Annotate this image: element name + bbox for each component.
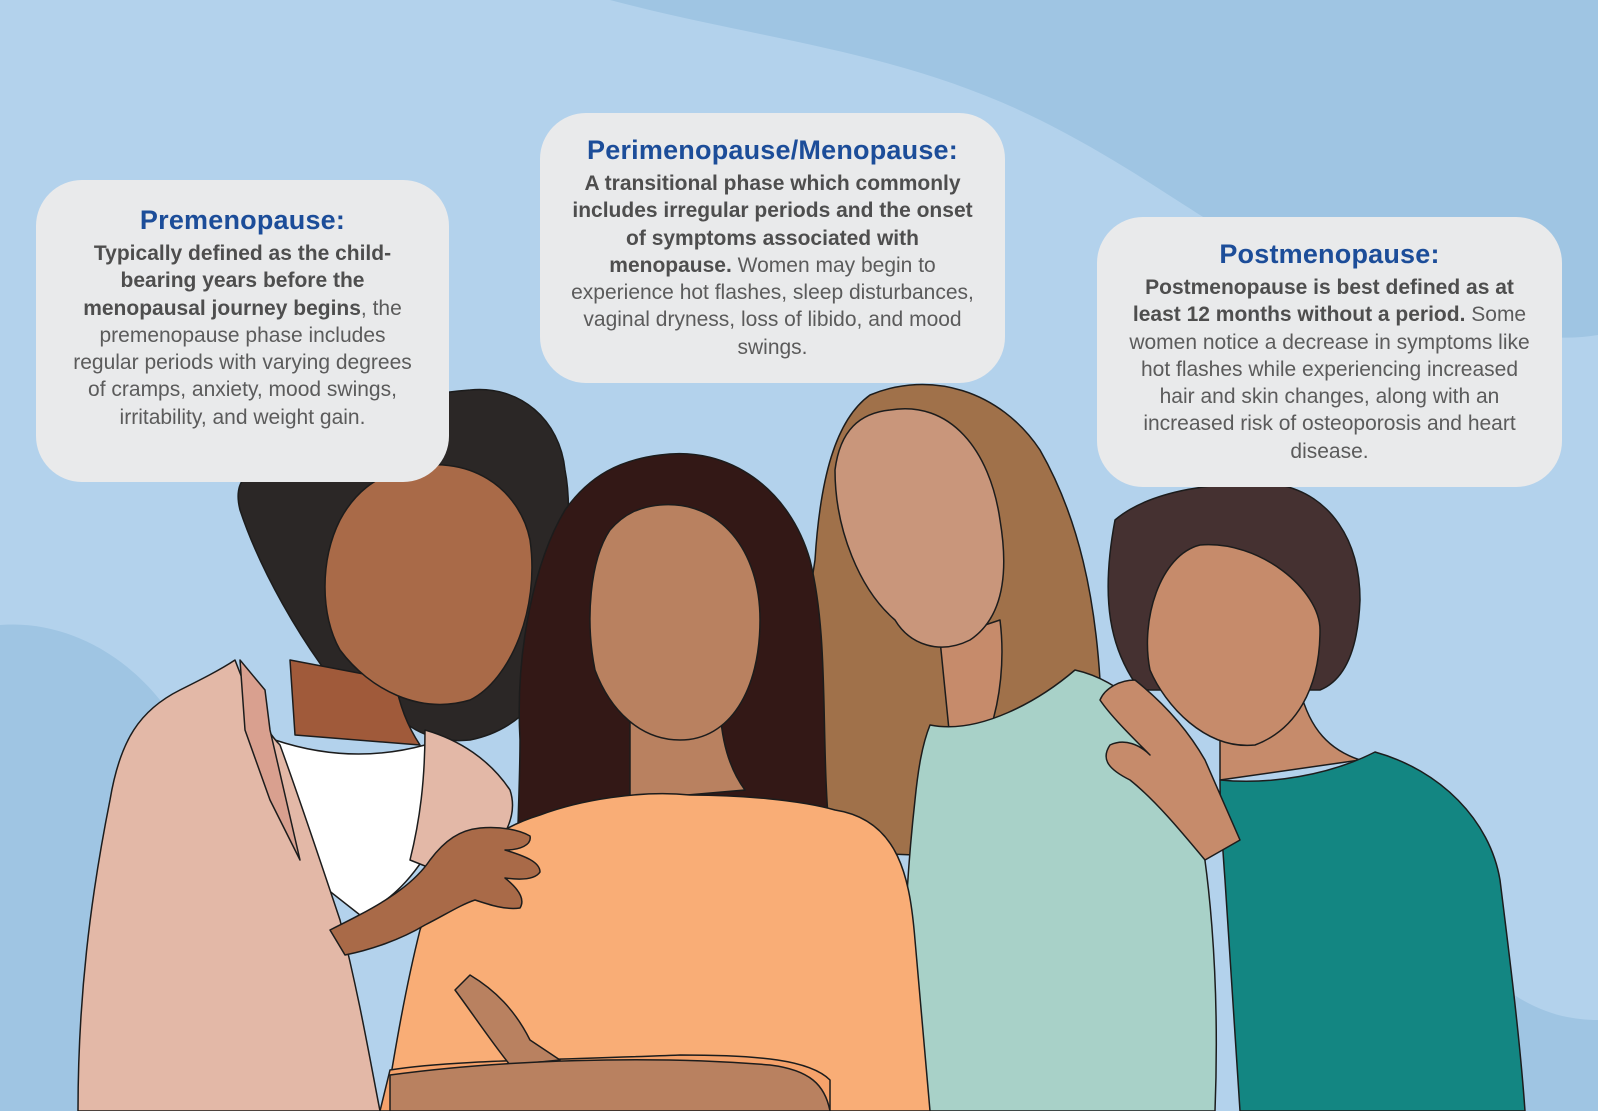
perimenopause-bubble: Perimenopause/Menopause: A transitional … xyxy=(540,113,1005,383)
woman-4-hand-on-shoulder xyxy=(1099,679,1241,861)
woman-1-hand-on-shoulder xyxy=(329,826,541,956)
postmenopause-definition: Postmenopause is best defined as at leas… xyxy=(1132,276,1514,327)
woman-2-face xyxy=(589,504,761,741)
woman-3-face xyxy=(834,408,1005,648)
woman-1-face xyxy=(324,464,533,706)
perimenopause-description: A transitional phase which commonly incl… xyxy=(564,170,981,361)
woman-1-collar xyxy=(239,659,301,861)
premenopause-definition: Typically defined as the child-bearing y… xyxy=(83,242,392,320)
woman-2-forearm xyxy=(389,1059,831,1111)
woman-1-cardigan xyxy=(77,659,381,1111)
woman-4-sweater xyxy=(1219,751,1526,1111)
perimenopause-details: Women may begin to experience hot flashe… xyxy=(571,253,974,359)
postmenopause-details: Some women notice a decrease in symptoms… xyxy=(1129,303,1530,463)
woman-2 xyxy=(379,452,931,1111)
postmenopause-description: Postmenopause is best defined as at leas… xyxy=(1121,274,1538,465)
premenopause-details: , the premenopause phase includes regula… xyxy=(73,296,412,429)
premenopause-bubble: Premenopause: Typically defined as the c… xyxy=(36,180,449,482)
premenopause-title: Premenopause: xyxy=(139,205,346,235)
perimenopause-definition: A transitional phase which commonly incl… xyxy=(572,172,973,277)
woman-4 xyxy=(1107,483,1526,1111)
postmenopause-bubble: Postmenopause: Postmenopause is best def… xyxy=(1097,217,1562,487)
perimenopause-title: Perimenopause/Menopause: xyxy=(587,135,958,165)
postmenopause-title: Postmenopause: xyxy=(1219,239,1440,269)
woman-4-face xyxy=(1146,543,1321,747)
woman-3 xyxy=(805,383,1241,1111)
premenopause-description: Typically defined as the child-bearing y… xyxy=(64,240,421,431)
